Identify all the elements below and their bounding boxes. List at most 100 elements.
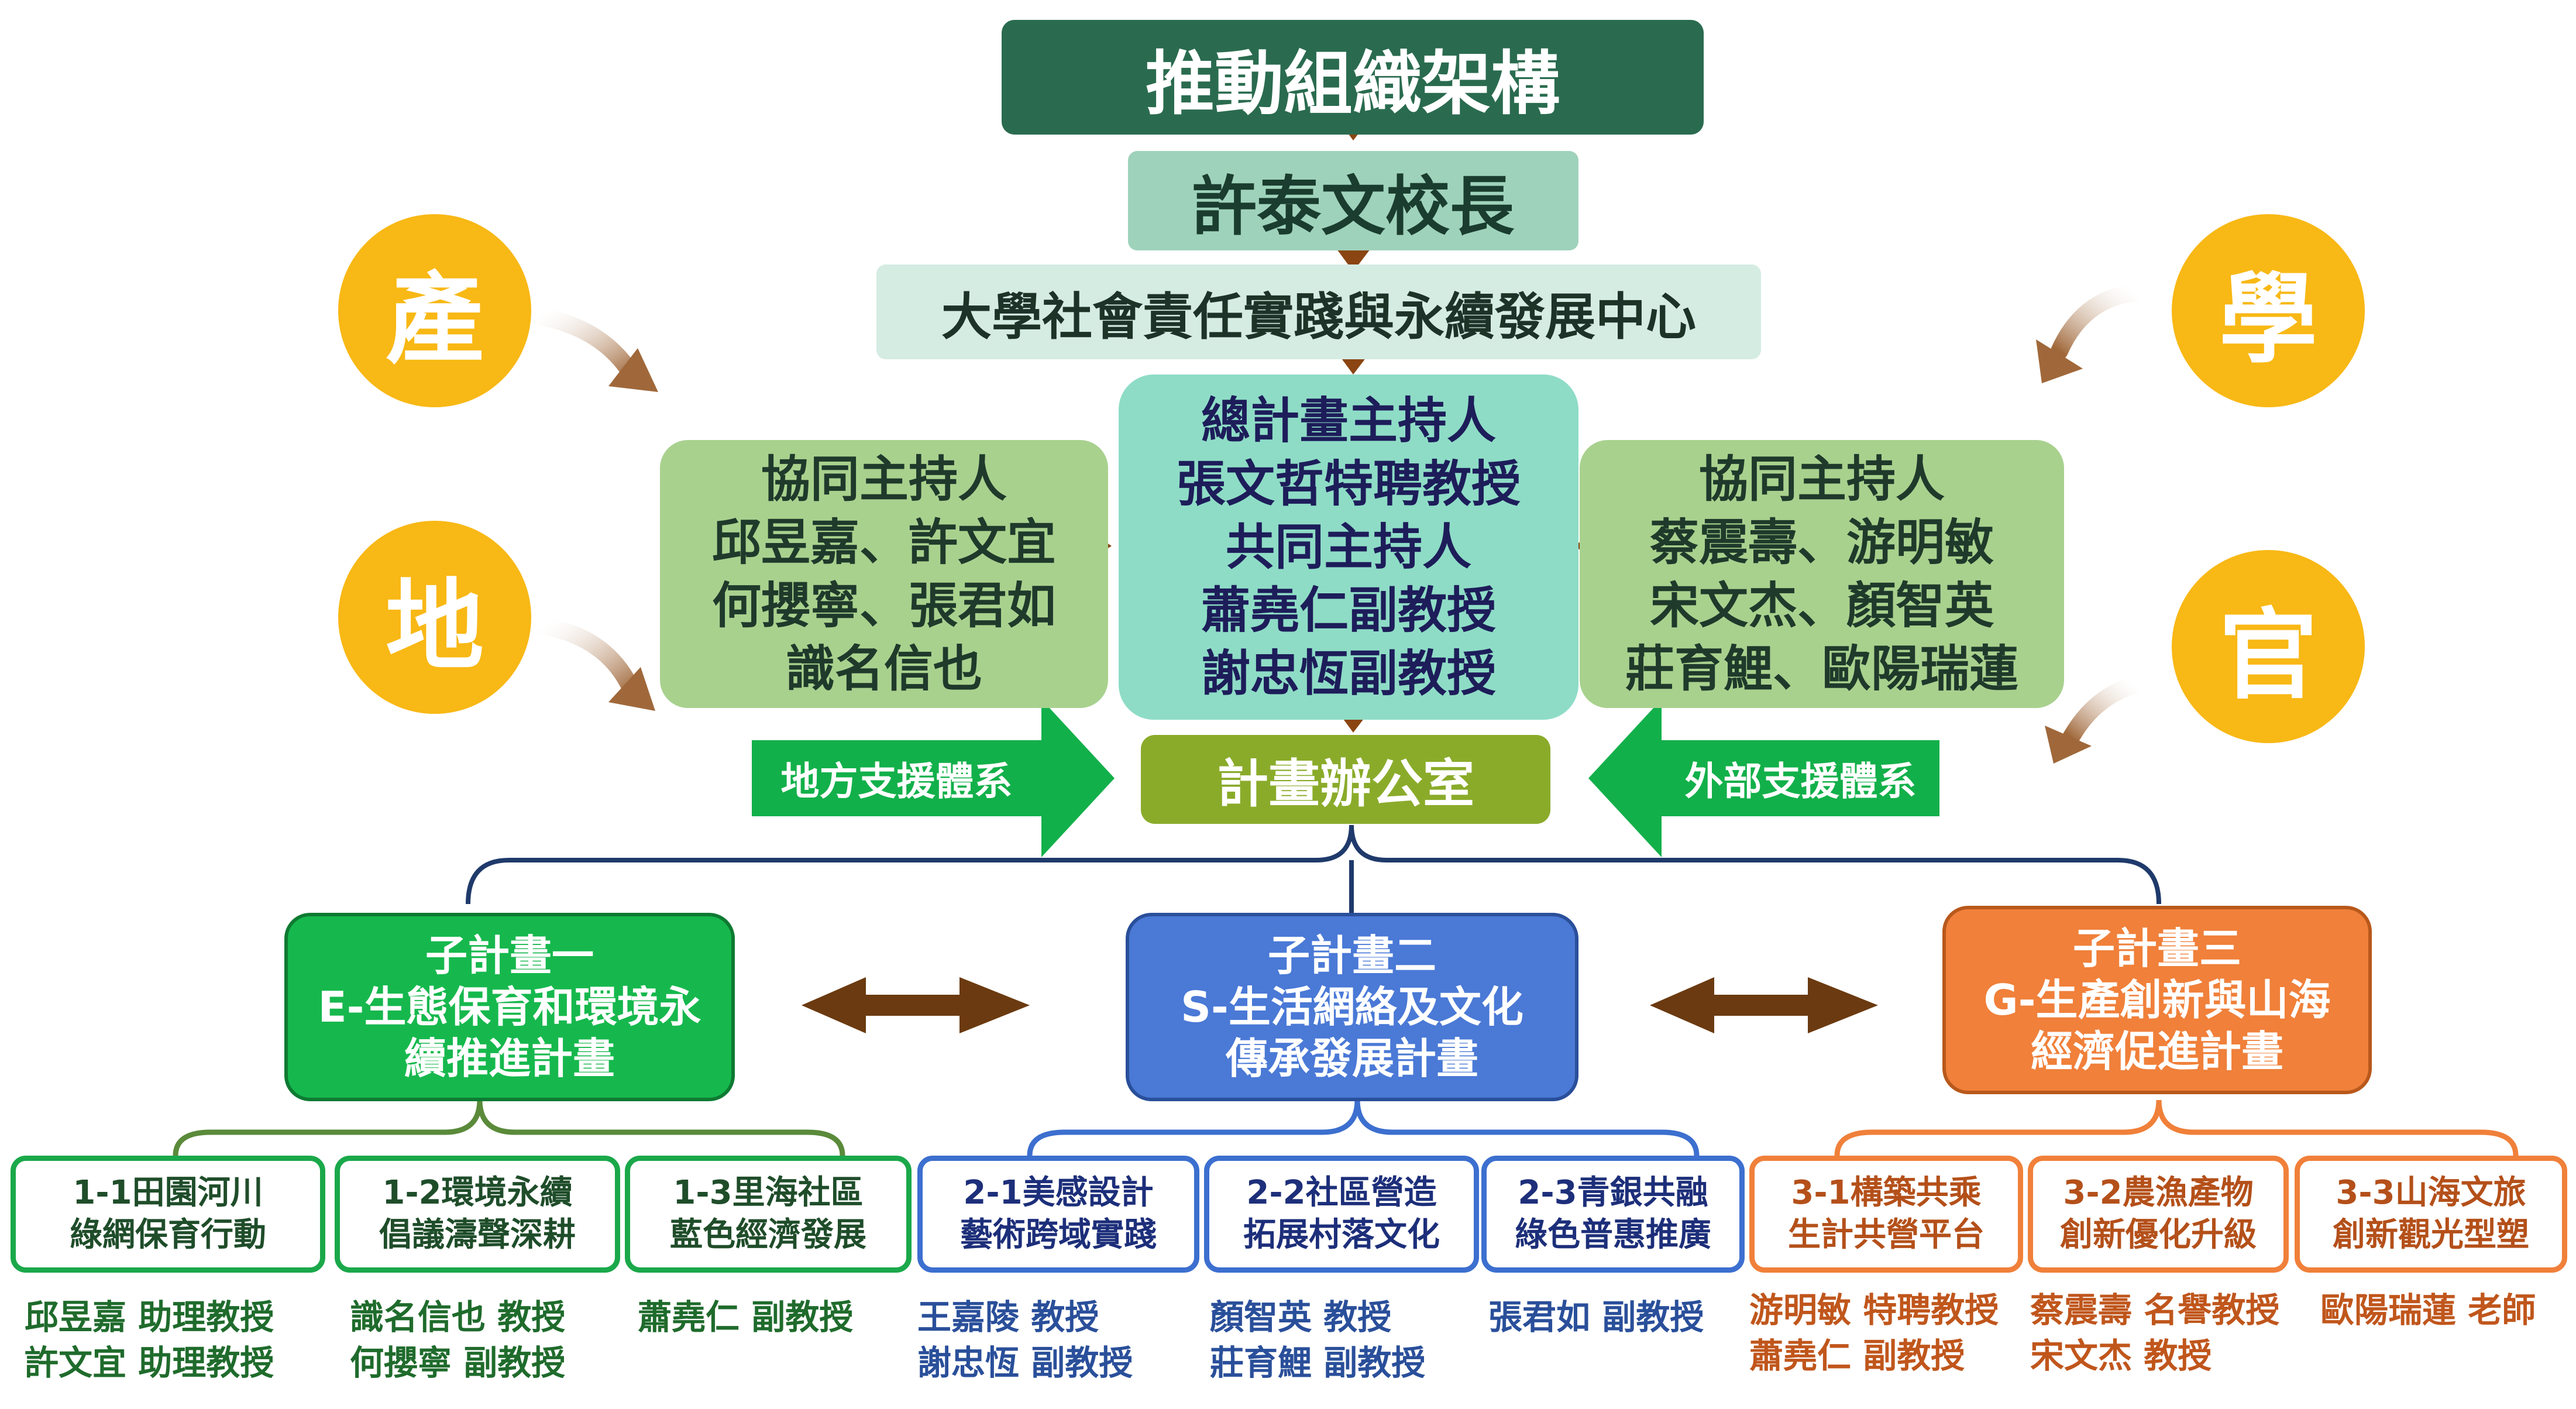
item-3-3-people: 歐陽瑞蓮 老師 xyxy=(2320,1287,2536,1333)
sub-bracket-2-left xyxy=(1027,1099,1360,1156)
person-name: 歐陽瑞蓮 老師 xyxy=(2320,1290,2536,1330)
person-name: 莊育鯉 副教授 xyxy=(1210,1343,1426,1383)
circle-curved-arrows xyxy=(529,284,2144,746)
person-name: 許文宜 助理教授 xyxy=(25,1343,274,1383)
local-circle: 地 xyxy=(338,521,531,714)
item-1-1-line1: 1-1田園河川 xyxy=(73,1174,263,1212)
sub-bracket-1-left xyxy=(173,1099,483,1156)
co-pi-heading: 共同主持人 xyxy=(1225,518,1471,576)
item-2-1-line2: 藝術跨域實踐 xyxy=(960,1216,1157,1254)
item-2-1-people: 王嘉陵 教授 謝忠恆 副教授 xyxy=(917,1294,1133,1386)
item-1-2-line1: 1-2環境永續 xyxy=(382,1174,573,1212)
pi-heading: 總計畫主持人 xyxy=(1201,392,1496,449)
copi-left-names-3: 識名信也 xyxy=(785,640,982,697)
curve-arrow-government xyxy=(2062,676,2144,746)
subproject-1-title-1: E-生態保育和環境永 xyxy=(318,982,701,1032)
copi-right-box: 協同主持人 蔡震壽、游明敏 宋文杰、顏智英 莊育鯉、歐陽瑞蓮 xyxy=(1580,440,2064,708)
subproject-3-label: 子計畫三 xyxy=(2072,924,2241,973)
external-support-label: 外部支援體系 xyxy=(1684,759,1917,804)
item-2-1-line1: 2-1美感設計 xyxy=(963,1174,1154,1212)
curve-head-industry xyxy=(608,348,658,392)
item-1-1-people: 邱昱嘉 助理教授 許文宜 助理教授 xyxy=(25,1294,274,1386)
person-name: 蕭堯仁 副教授 xyxy=(1749,1336,1965,1376)
subproject-1-title-2: 續推進計畫 xyxy=(404,1034,615,1083)
item-3-2-line2: 創新優化升級 xyxy=(2060,1216,2257,1254)
item-2-2-people: 顏智英 教授 莊育鯉 副教授 xyxy=(1210,1294,1425,1386)
item-1-3-line1: 1-3里海社區 xyxy=(673,1174,864,1212)
item-1-2-box: 1-2環境永續 倡議濤聲深耕 xyxy=(335,1156,620,1273)
government-circle: 官 xyxy=(2172,550,2365,743)
person-name: 識名信也 教授 xyxy=(350,1297,566,1337)
subproject-2-label: 子計畫二 xyxy=(1267,931,1436,980)
item-2-2-line2: 拓展村落文化 xyxy=(1243,1216,1440,1254)
sub-bracket-2-right xyxy=(1354,1099,1700,1156)
item-2-3-line2: 綠色普惠推廣 xyxy=(1515,1216,1711,1254)
subproject-3-box: 子計畫三 G-生產創新與山海 經濟促進計畫 xyxy=(1942,906,2372,1094)
curve-head-local xyxy=(608,667,655,711)
double-arrow-1-2 xyxy=(802,977,1030,1033)
bracket-left xyxy=(466,824,1354,905)
subproject-3-title-2: 經濟促進計畫 xyxy=(2030,1027,2283,1076)
subproject-1-label: 子計畫一 xyxy=(425,931,594,980)
copi-left-heading: 協同主持人 xyxy=(761,451,1007,508)
subproject-1-box: 子計畫一 E-生態保育和環境永 續推進計畫 xyxy=(284,913,735,1101)
sub-bracket-3-left xyxy=(1834,1099,2162,1156)
person-name: 謝忠恆 副教授 xyxy=(917,1343,1133,1383)
person-name: 王嘉陵 教授 xyxy=(917,1297,1099,1337)
item-2-1-box: 2-1美感設計 藝術跨域實踐 xyxy=(917,1156,1199,1273)
pi-name: 張文哲特聘教授 xyxy=(1176,455,1521,513)
copi-right-names-1: 蔡震壽、游明敏 xyxy=(1649,514,1994,571)
curve-head-government xyxy=(2045,726,2092,764)
double-arrow-2-3 xyxy=(1650,977,1878,1033)
copi-right-names-2: 宋文杰、顏智英 xyxy=(1649,577,1994,634)
item-1-2-line2: 倡議濤聲深耕 xyxy=(379,1216,576,1254)
down-arrow-2 xyxy=(1335,247,1372,272)
item-2-3-line1: 2-3青銀共融 xyxy=(1518,1174,1708,1212)
item-3-3-line1: 3-3山海文旅 xyxy=(2336,1174,2526,1212)
local-support-label: 地方支援體系 xyxy=(780,759,1013,804)
item-2-2-box: 2-2社區營造 拓展村落文化 xyxy=(1204,1156,1479,1273)
co-pi-name-1: 蕭堯仁副教授 xyxy=(1201,582,1496,639)
usr-center-box: 大學社會責任實踐與永續發展中心 xyxy=(876,264,1761,359)
item-3-3-line2: 創新觀光型塑 xyxy=(2333,1216,2529,1254)
co-pi-name-2: 謝忠恆副教授 xyxy=(1201,645,1496,702)
industry-circle: 產 xyxy=(338,214,531,407)
pi-box: 總計畫主持人 張文哲特聘教授 共同主持人 蕭堯仁副教授 謝忠恆副教授 xyxy=(1119,374,1578,720)
item-1-1-box: 1-1田園河川 綠網保育行動 xyxy=(11,1156,325,1273)
person-name: 何攖寧 副教授 xyxy=(350,1343,566,1383)
subproject-2-title-1: S-生活網絡及文化 xyxy=(1181,982,1523,1032)
item-3-1-line1: 3-1構築共乘 xyxy=(1791,1174,1982,1212)
item-2-3-people: 張君如 副教授 xyxy=(1488,1294,1704,1340)
item-1-1-line2: 綠網保育行動 xyxy=(70,1216,266,1254)
project-office-box: 計畫辦公室 xyxy=(1141,735,1550,824)
person-name: 蕭堯仁 副教授 xyxy=(638,1297,854,1337)
item-2-3-box: 2-3青銀共融 綠色普惠推廣 xyxy=(1481,1156,1745,1273)
item-3-1-people: 游明敏 特聘教授 蕭堯仁 副教授 xyxy=(1749,1287,1999,1379)
bracket-right xyxy=(1349,824,2161,905)
item-1-3-people: 蕭堯仁 副教授 xyxy=(638,1294,853,1340)
president-box: 許泰文校長 xyxy=(1128,151,1578,250)
person-name: 張君如 副教授 xyxy=(1488,1297,1704,1337)
item-1-3-box: 1-3里海社區 藍色經濟發展 xyxy=(625,1156,912,1273)
item-3-3-box: 3-3山海文旅 創新觀光型塑 xyxy=(2295,1156,2567,1273)
copi-left-names-1: 邱昱嘉、許文宜 xyxy=(711,514,1056,571)
curve-arrow-academia xyxy=(2051,284,2144,360)
person-name: 游明敏 特聘教授 xyxy=(1749,1290,1999,1330)
copi-left-box: 協同主持人 邱昱嘉、許文宜 何攖寧、張君如 識名信也 xyxy=(660,440,1108,708)
item-3-2-box: 3-2農漁產物 創新優化升級 xyxy=(2028,1156,2289,1273)
subproject-3-title-1: G-生產創新與山海 xyxy=(1983,975,2331,1025)
sub-bracket-3-right xyxy=(2156,1099,2519,1156)
copi-right-heading: 協同主持人 xyxy=(1698,451,1945,508)
copi-right-names-3: 莊育鯉、歐陽瑞蓮 xyxy=(1625,640,2018,697)
curve-head-academia xyxy=(2036,339,2083,383)
local-support-arrow xyxy=(752,699,1115,857)
person-name: 邱昱嘉 助理教授 xyxy=(25,1297,274,1337)
sub-bracket-1-right xyxy=(477,1099,845,1156)
item-3-2-line1: 3-2農漁產物 xyxy=(2063,1174,2254,1212)
copi-left-names-2: 何攖寧、張君如 xyxy=(711,577,1056,634)
academia-circle: 學 xyxy=(2172,214,2365,407)
subproject-2-title-2: 傳承發展計畫 xyxy=(1225,1034,1478,1083)
person-name: 蔡震壽 名譽教授 xyxy=(2030,1290,2280,1330)
item-3-1-line2: 生計共營平台 xyxy=(1788,1216,1985,1254)
